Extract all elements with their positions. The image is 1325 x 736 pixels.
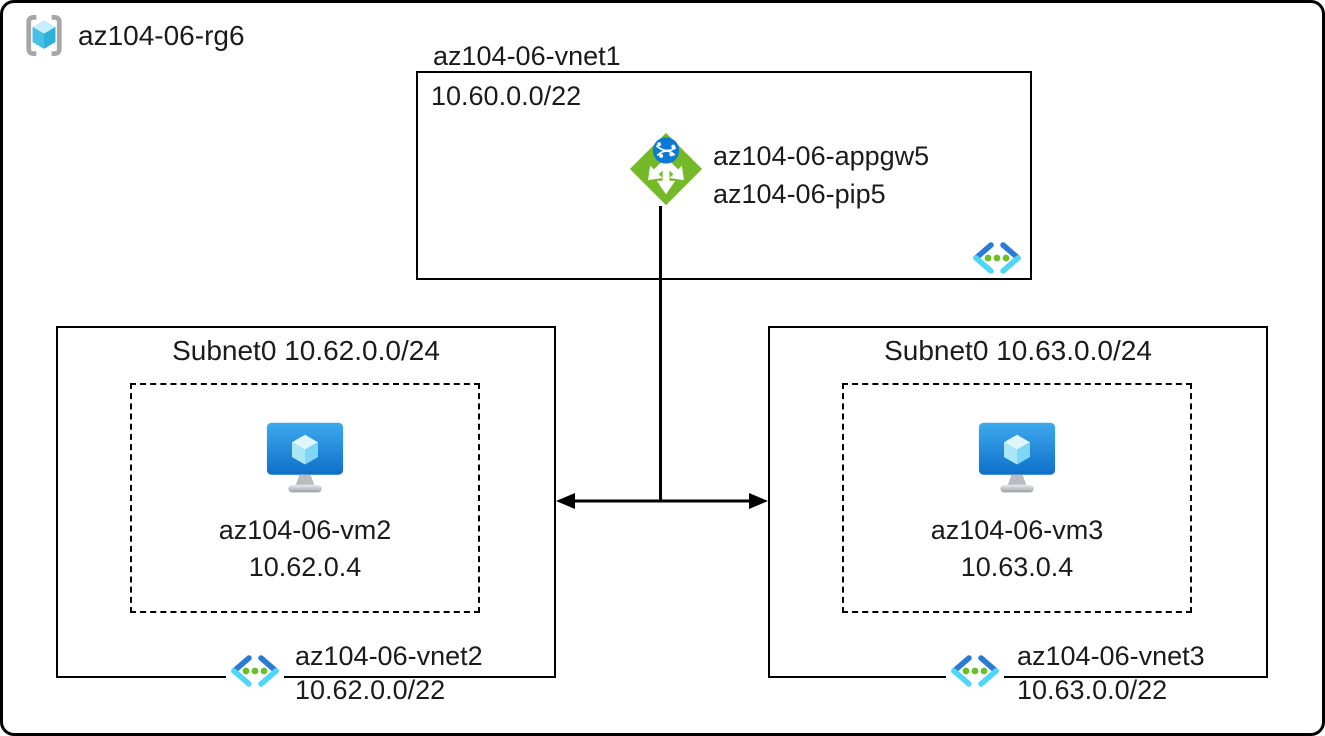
vnet2-labels: az104-06-vnet2 10.62.0.0/22	[295, 639, 483, 707]
vnet1-box: 10.60.0.0/22 az104-06-ap	[416, 71, 1032, 280]
vnet1-title: az104-06-vnet1	[433, 41, 621, 71]
virtual-network-icon	[946, 652, 1004, 690]
vnet2-subnet-dashed-box: az104-06-vm2 10.62.0.4	[130, 383, 480, 613]
resource-group-header: az104-06-rg6	[23, 12, 245, 59]
appgw-labels: az104-06-appgw5 az104-06-pip5	[713, 137, 929, 213]
arrowhead-left-icon	[556, 493, 575, 509]
vnet2-subnet-label: Subnet0 10.62.0.0/24	[172, 335, 440, 366]
appgw-name-label: az104-06-appgw5	[713, 141, 930, 171]
resource-group-label: az104-06-rg6	[78, 19, 245, 51]
vnet3-subnet-dashed-box: az104-06-vm3 10.63.0.4	[842, 383, 1192, 613]
vm2-name-label: az104-06-vm2	[218, 515, 392, 545]
vm3-ip-label: 10.63.0.4	[960, 552, 1074, 582]
pip-name-label: az104-06-pip5	[713, 179, 886, 209]
vnet3-cidr-label: 10.63.0.0/22	[1017, 675, 1168, 705]
virtual-network-icon	[226, 652, 284, 690]
vnet2-box: Subnet0 10.62.0.0/24	[56, 326, 556, 678]
vnet3-box: Subnet0 10.63.0.0/24	[768, 326, 1268, 678]
vnet2-cidr-label: 10.62.0.0/22	[295, 675, 446, 705]
vnet3-subnet-label: Subnet0 10.63.0.0/24	[884, 335, 1152, 366]
virtual-machine-icon	[978, 421, 1056, 495]
virtual-network-icon	[970, 241, 1024, 275]
vnet3-labels: az104-06-vnet3 10.63.0.0/22	[1017, 639, 1205, 707]
vm3-name-label: az104-06-vm3	[930, 515, 1104, 545]
arrowhead-right-icon	[749, 493, 768, 509]
vnet3-name-label: az104-06-vnet3	[1017, 641, 1205, 671]
virtual-machine-icon	[266, 421, 344, 495]
application-gateway-icon	[627, 130, 705, 208]
vnet2-name-label: az104-06-vnet2	[295, 641, 483, 671]
vnet1-cidr-label: 10.60.0.0/22	[431, 81, 582, 111]
resource-group-icon	[23, 12, 65, 59]
vm2-ip-label: 10.62.0.4	[248, 552, 362, 582]
